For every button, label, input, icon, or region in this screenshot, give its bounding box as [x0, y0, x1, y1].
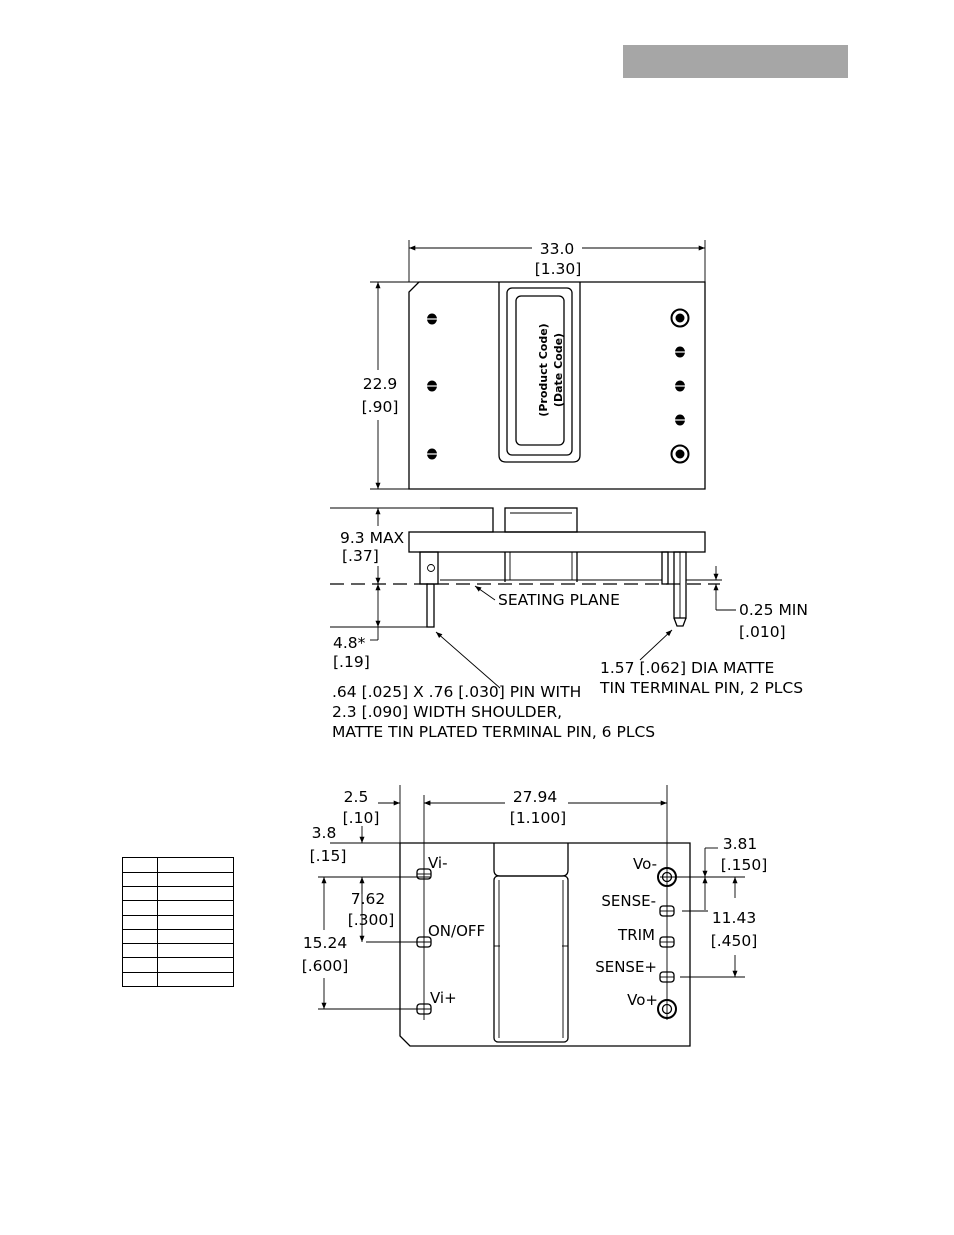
- pin-label-trim: TRIM: [617, 926, 655, 944]
- height-max: 9.3 MAX: [340, 529, 405, 547]
- pin-length: 4.8*: [333, 634, 366, 652]
- pin-label-sense-plus: SENSE+: [595, 958, 657, 976]
- pin-label-on-off: ON/OFF: [428, 922, 485, 940]
- height-dim-in: [.90]: [362, 398, 399, 416]
- dim-left-offset: 2.5: [344, 788, 369, 806]
- dim-pin-span: 27.94: [513, 788, 557, 806]
- small-pin-note-1: .64 [.025] X .76 [.030] PIN WITH: [332, 683, 581, 701]
- height-dim: 22.9: [363, 375, 398, 393]
- label-frame-inner: [506, 287, 573, 456]
- height-max-in: [.37]: [342, 547, 379, 565]
- pin-length-in: [.19]: [333, 653, 370, 671]
- side-board: [408, 531, 706, 553]
- top-left-pins: [427, 313, 437, 460]
- large-pin-note-2: TIN TERMINAL PIN, 2 PLCS: [599, 679, 803, 697]
- dim-vo-offset: 3.81: [723, 835, 758, 853]
- pin-label-vi-minus: Vi-: [428, 854, 448, 872]
- dim-vo-span: 11.43: [712, 909, 756, 927]
- pin-table-row: [123, 929, 233, 930]
- pin-table-divider: [157, 858, 158, 986]
- dim-pin-span-in: [1.100]: [510, 809, 566, 827]
- width-dim-in: [1.30]: [535, 260, 582, 278]
- pin-table-row: [123, 872, 233, 873]
- pin-label-sense-minus: SENSE-: [601, 892, 656, 910]
- dim-top-offset: 3.8: [312, 824, 337, 842]
- pin-table-row: [123, 957, 233, 958]
- dim-vo-offset-in: [.150]: [721, 856, 768, 874]
- pin-table-row: [123, 886, 233, 887]
- small-pin-note-2: 2.3 [.090] WIDTH SHOULDER,: [332, 703, 562, 721]
- dim-vi-span-in: [.600]: [302, 957, 349, 975]
- seating-plane-label: SEATING PLANE: [498, 591, 620, 609]
- pin-table-row: [123, 943, 233, 944]
- dim-vi-pitch: 7.62: [351, 890, 386, 908]
- pin-table-row: [123, 900, 233, 901]
- min-clearance: 0.25 MIN: [739, 601, 808, 619]
- pin-table-row: [123, 915, 233, 916]
- small-pin-note-3: MATTE TIN PLATED TERMINAL PIN, 6 PLCS: [332, 723, 655, 741]
- bottom-view: 2.5 [.10] 27.94 [1.100] 3.8 [.15] 7.62 […: [302, 785, 768, 1047]
- bottom-view-outline: [399, 842, 691, 1047]
- dim-vi-span: 15.24: [303, 934, 347, 952]
- label-area: [515, 295, 565, 446]
- header-bar: [623, 45, 848, 78]
- pin-label-vo-minus: Vo-: [633, 855, 657, 873]
- product-code-label: (Product Code): [537, 323, 550, 416]
- dim-vi-pitch-in: [.300]: [348, 911, 395, 929]
- width-dim: 33.0: [540, 240, 575, 258]
- side-view: 9.3 MAX [.37] 4.8* [.19] SEATING PLANE 0…: [330, 507, 808, 741]
- pin-table: [122, 857, 234, 987]
- dim-top-offset-in: [.15]: [310, 847, 347, 865]
- top-view-outline: [408, 281, 706, 490]
- pin-label-vi-plus: Vi+: [430, 989, 457, 1007]
- large-pin-note-1: 1.57 [.062] DIA MATTE: [600, 659, 774, 677]
- pin-table-row: [123, 972, 233, 973]
- dim-left-offset-in: [.10]: [343, 809, 380, 827]
- date-code-label: (Date Code): [552, 333, 565, 407]
- min-clearance-in: [.010]: [739, 623, 786, 641]
- top-right-pins: [670, 308, 690, 464]
- dim-vo-span-in: [.450]: [711, 932, 758, 950]
- top-view: (Product Code) (Date Code) 33.0 [1.30] 2…: [362, 240, 706, 490]
- label-frame-outer: [498, 282, 581, 463]
- pin-label-vo-plus: Vo+: [627, 991, 658, 1009]
